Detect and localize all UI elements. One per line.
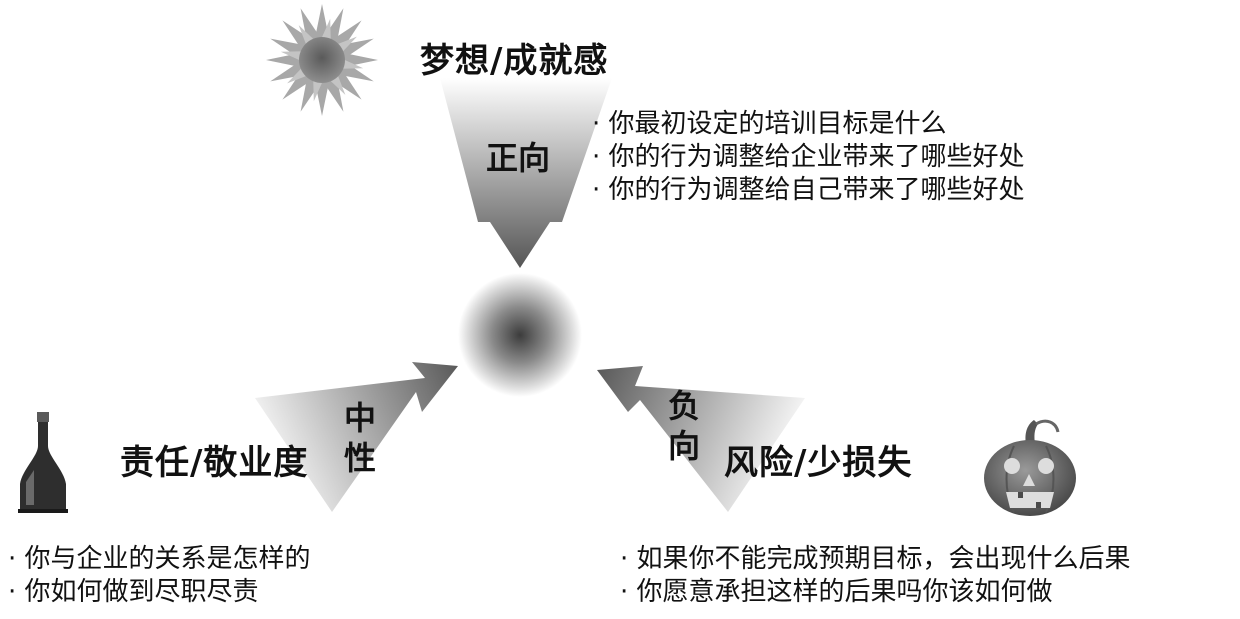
right-direction-char-2: 向 — [667, 427, 700, 465]
center-orb — [458, 273, 582, 397]
sun-icon — [266, 4, 378, 116]
top-bullet-3: · 你的行为调整给自己带来了哪些好处 — [592, 175, 1025, 206]
right-heading: 风险/少损失 — [724, 443, 913, 483]
top-direction-label: 正向 — [486, 139, 551, 177]
right-direction-char-1: 负 — [667, 387, 700, 425]
left-direction-char-2: 性 — [343, 439, 376, 477]
right-direction-label: 负 向 — [664, 386, 704, 466]
left-bullet-2: · 你如何做到尽职尽责 — [8, 577, 259, 608]
top-bullet-1: · 你最初设定的培训目标是什么 — [592, 109, 947, 139]
pumpkin-icon — [984, 419, 1076, 516]
top-arrow — [440, 78, 612, 268]
left-heading: 责任/敬业度 — [120, 443, 309, 483]
left-direction-char-1: 中 — [343, 399, 376, 437]
top-heading: 梦想/成就感 — [420, 41, 609, 81]
left-direction-label: 中 性 — [340, 398, 380, 478]
top-bullet-2: · 你的行为调整给企业带来了哪些好处 — [592, 142, 1025, 173]
left-arrow — [255, 362, 458, 512]
top-bullet-list: · 你最初设定的培训目标是什么 · 你的行为调整给企业带来了哪些好处 · 你的行… — [592, 108, 1025, 207]
left-bullet-list: · 你与企业的关系是怎样的 · 你如何做到尽职尽责 — [8, 543, 311, 609]
left-bullet-1: · 你与企业的关系是怎样的 — [8, 544, 311, 574]
bottle-icon — [18, 412, 68, 513]
right-bullet-2: · 你愿意承担这样的后果吗你该如何做 — [620, 577, 1053, 608]
right-arrow — [597, 366, 805, 512]
right-bullet-1: · 如果你不能完成预期目标，会出现什么后果 — [620, 544, 1131, 574]
right-bullet-list: · 如果你不能完成预期目标，会出现什么后果 · 你愿意承担这样的后果吗你该如何做 — [620, 543, 1131, 609]
